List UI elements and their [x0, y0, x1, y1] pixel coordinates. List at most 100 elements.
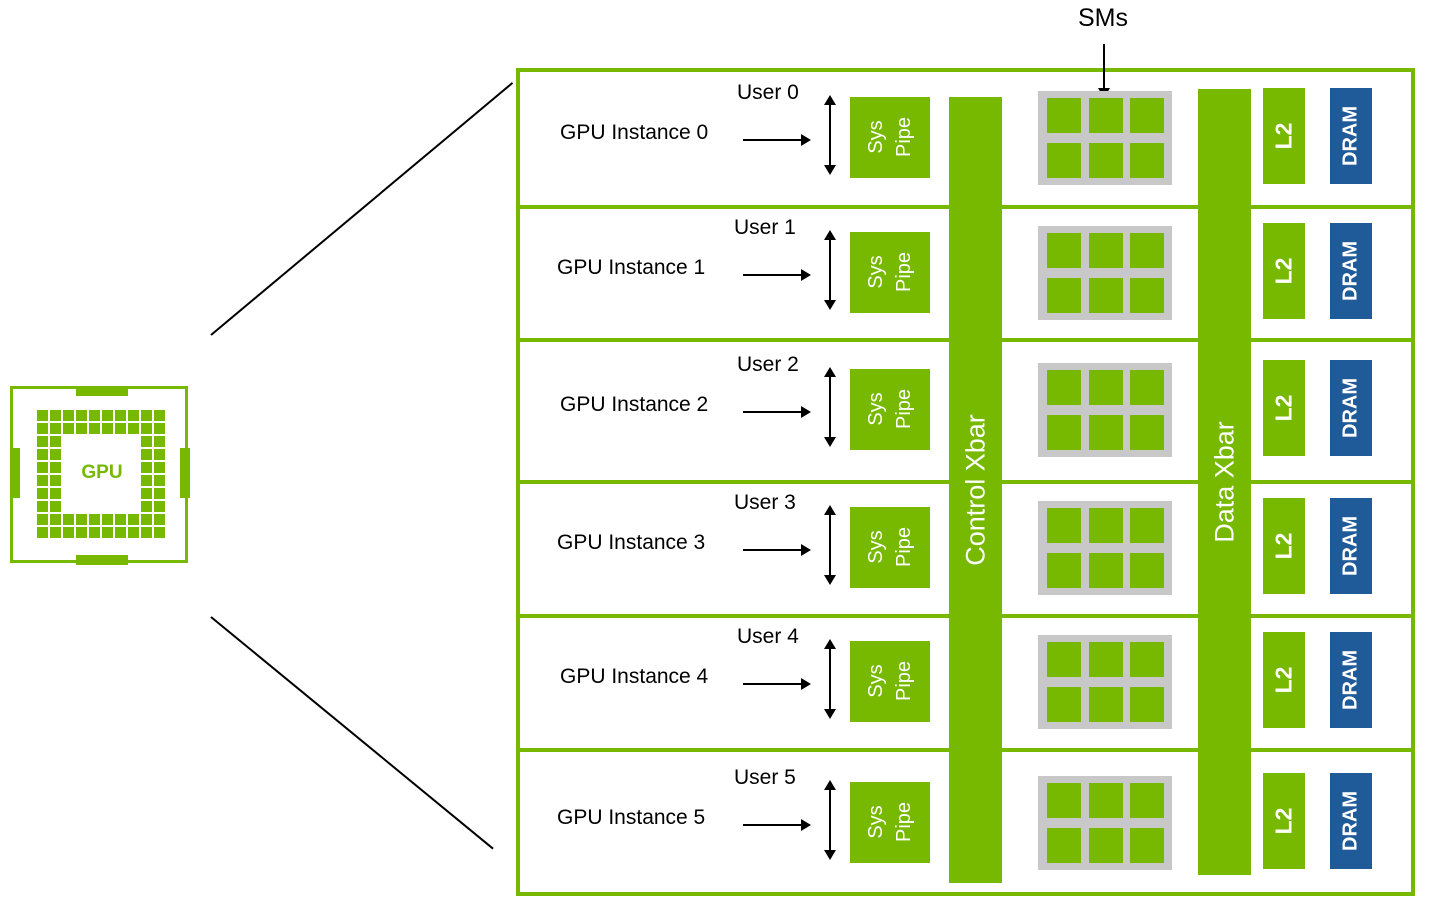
chip-core-cell — [115, 423, 126, 434]
sys-pipe-line: Pipe — [893, 116, 915, 158]
sm-block — [1089, 143, 1123, 178]
sm-block — [1130, 783, 1164, 818]
gpu-instance-label: GPU Instance 0 — [560, 121, 709, 144]
l2-label: L2 — [1270, 122, 1297, 150]
sys-pipe-line: Sys — [865, 392, 887, 426]
zoom-line-bottom — [210, 616, 494, 850]
sys-pipe-block: Sys Pipe — [850, 97, 930, 178]
sm-block — [1130, 508, 1164, 543]
sm-block — [1089, 553, 1123, 588]
bidirectional-arrow — [824, 95, 836, 175]
chip-core-cell — [50, 436, 61, 447]
sm-group — [1038, 226, 1172, 320]
bidirectional-arrow — [824, 230, 836, 310]
chip-core-cell — [37, 410, 48, 421]
chip-core-cell — [50, 423, 61, 434]
dram-block: DRAM — [1330, 360, 1372, 456]
sys-pipe-label: Sys Pipe — [862, 117, 918, 157]
chip-core-cell — [76, 514, 87, 525]
chip-core-cell — [115, 514, 126, 525]
chip-core-cell — [50, 410, 61, 421]
sys-pipe-line: Pipe — [893, 660, 915, 702]
chip-core-cell — [141, 488, 152, 499]
chip-core-cell — [37, 423, 48, 434]
sm-block — [1089, 98, 1123, 133]
chip-core-cell — [89, 527, 100, 538]
sm-group — [1038, 363, 1172, 457]
bidirectional-arrow — [824, 639, 836, 719]
chip-core-cell — [141, 436, 152, 447]
chip-core-cell — [37, 475, 48, 486]
sys-pipe-line: Pipe — [893, 251, 915, 293]
sm-group — [1038, 635, 1172, 729]
user-arrow — [743, 819, 811, 831]
sys-pipe-line: Sys — [865, 664, 887, 698]
chip-core-cell — [141, 410, 152, 421]
chip-core-cell — [89, 514, 100, 525]
chip-core-cell — [63, 410, 74, 421]
gpu-instance-label: GPU Instance 5 — [557, 806, 706, 829]
sys-pipe-line: Sys — [865, 120, 887, 154]
sm-block — [1130, 143, 1164, 178]
chip-core-cell — [128, 423, 139, 434]
zoom-line-top — [210, 82, 514, 336]
chip-core-cell — [141, 514, 152, 525]
chip-core-cell — [141, 462, 152, 473]
chip-pin-pad — [76, 555, 128, 565]
chip-core-cell — [63, 514, 74, 525]
bidirectional-arrow — [824, 367, 836, 447]
user-label: User 4 — [737, 625, 799, 648]
sm-block — [1089, 642, 1123, 677]
chip-core-cell — [50, 462, 61, 473]
control-xbar-label: Control Xbar — [960, 414, 991, 566]
sm-block — [1130, 370, 1164, 405]
data-xbar: Data Xbar — [1198, 89, 1251, 875]
data-xbar-label: Data Xbar — [1209, 421, 1240, 543]
sm-block — [1047, 828, 1081, 863]
chip-core-cell — [154, 488, 165, 499]
chip-core-cell — [37, 527, 48, 538]
chip-core-cell — [102, 410, 113, 421]
sm-block — [1047, 553, 1081, 588]
dram-block: DRAM — [1330, 773, 1372, 869]
dram-label: DRAM — [1339, 241, 1362, 301]
bidirectional-arrow — [824, 780, 836, 860]
sys-pipe-line: Pipe — [893, 388, 915, 430]
gpu-instance-label: GPU Instance 4 — [560, 665, 709, 688]
chip-core-cell — [154, 462, 165, 473]
chip-core-cell — [115, 527, 126, 538]
chip-core-cell — [50, 527, 61, 538]
chip-core-cell — [154, 449, 165, 460]
user-label: User 3 — [734, 491, 796, 514]
dram-block: DRAM — [1330, 498, 1372, 594]
chip-core-cell — [37, 462, 48, 473]
sm-block — [1089, 415, 1123, 450]
chip-core-cell — [37, 514, 48, 525]
l2-label: L2 — [1270, 394, 1297, 422]
l2-cache-block: L2 — [1263, 632, 1305, 728]
user-arrow — [743, 134, 811, 146]
sm-block — [1130, 828, 1164, 863]
chip-core-cell — [154, 514, 165, 525]
sys-pipe-line: Sys — [865, 530, 887, 564]
sm-block — [1130, 278, 1164, 313]
gpu-instance-label: GPU Instance 1 — [557, 256, 706, 279]
dram-label: DRAM — [1339, 516, 1362, 576]
chip-core-cell — [50, 514, 61, 525]
chip-core-cell — [154, 501, 165, 512]
dram-label: DRAM — [1339, 106, 1362, 166]
chip-core-cell — [37, 488, 48, 499]
chip-core-cell — [128, 514, 139, 525]
sm-block — [1047, 415, 1081, 450]
chip-core-cell — [115, 410, 126, 421]
sm-block — [1130, 98, 1164, 133]
chip-core-cell — [141, 423, 152, 434]
chip-core-cell — [141, 475, 152, 486]
chip-core-cell — [89, 423, 100, 434]
sm-block — [1047, 783, 1081, 818]
